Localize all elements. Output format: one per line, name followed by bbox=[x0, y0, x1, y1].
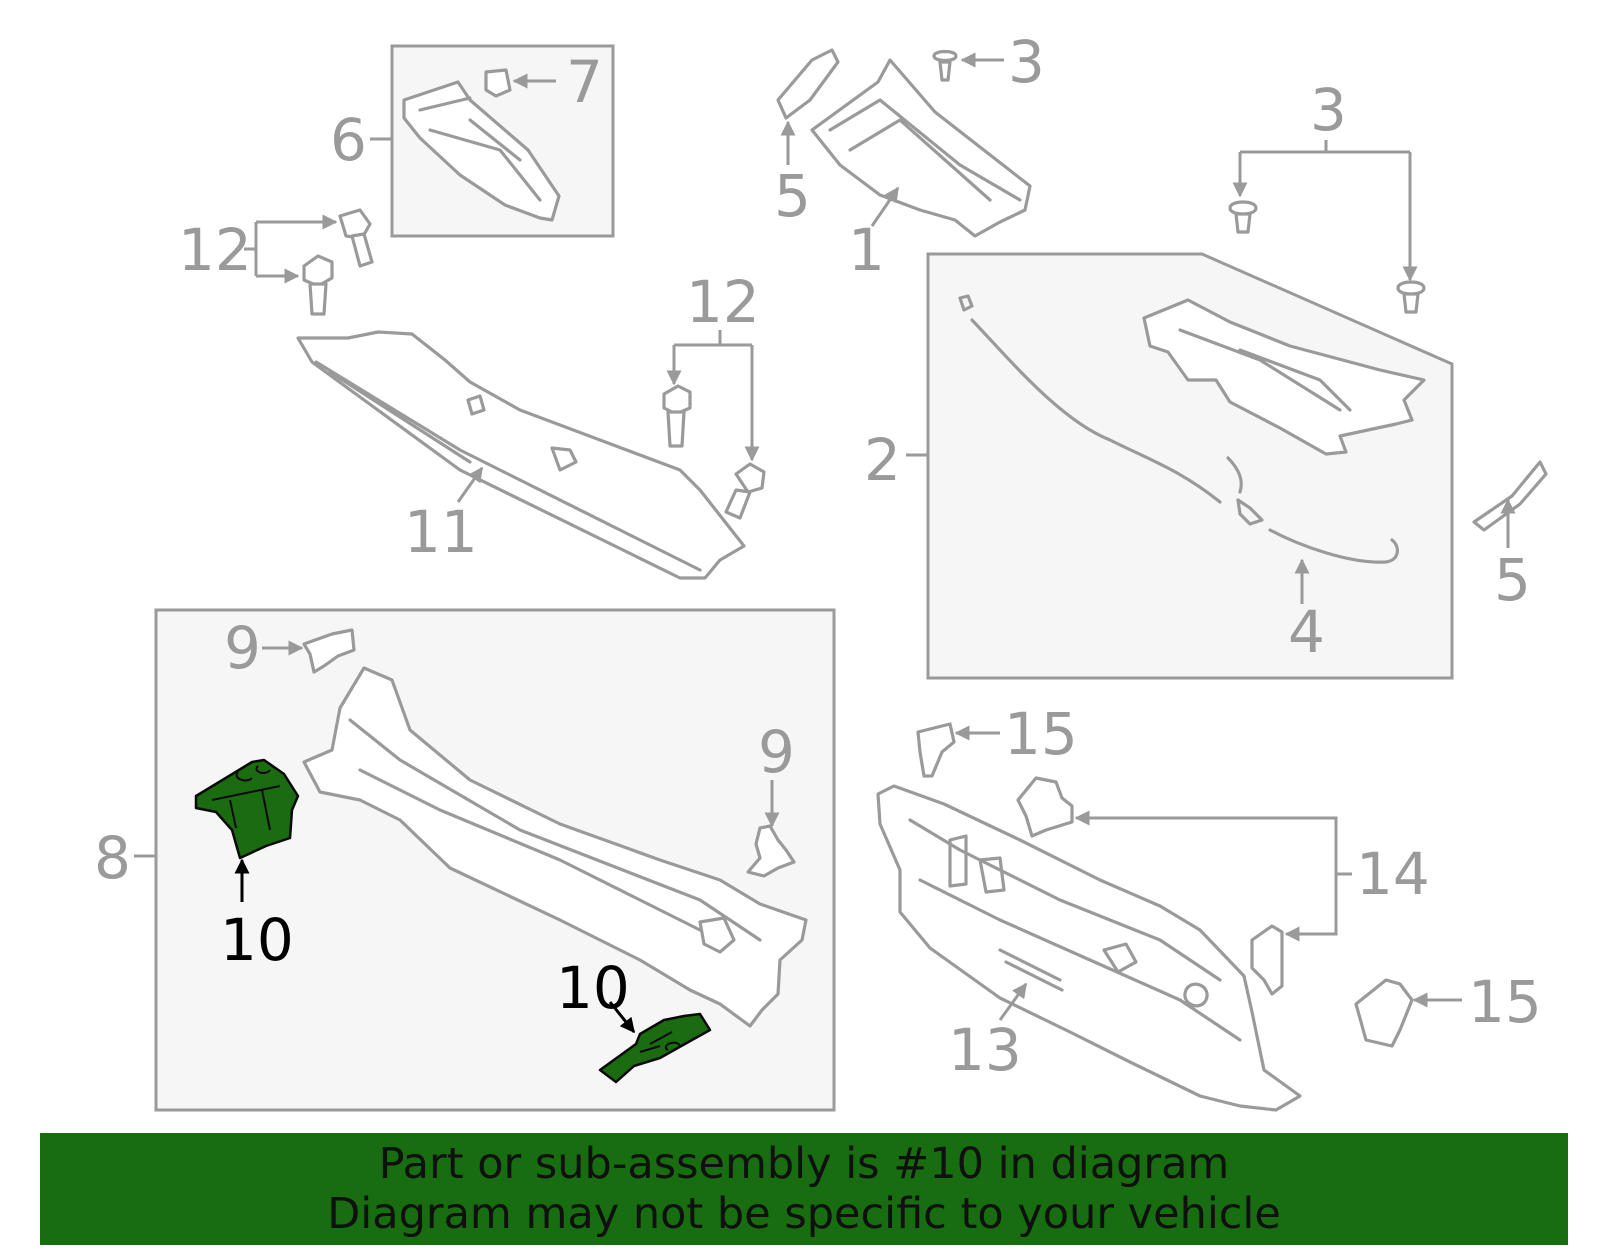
callout-3-top: 3 bbox=[1008, 28, 1045, 96]
banner-line-disclaimer: Diagram may not be specific to your vehi… bbox=[327, 1189, 1281, 1239]
bracket-part-9-top bbox=[302, 628, 356, 674]
bracket-part-15-bottom bbox=[1354, 978, 1414, 1048]
callout-9-top: 9 bbox=[224, 614, 261, 682]
bolt-part-12-a bbox=[338, 208, 374, 268]
cowl-top-part-1 bbox=[810, 58, 1032, 238]
callout-10-left: 10 bbox=[220, 906, 294, 974]
callout-14: 14 bbox=[1356, 840, 1430, 908]
nozzle-hose-part-4 bbox=[1268, 528, 1399, 564]
callout-1: 1 bbox=[848, 216, 885, 284]
bracket-part-9-right bbox=[746, 824, 796, 878]
callout-13: 13 bbox=[948, 1016, 1022, 1084]
washer-hose-part-2 bbox=[958, 294, 1264, 526]
callout-12-right: 12 bbox=[686, 268, 760, 336]
leader-10-right bbox=[608, 1001, 636, 1034]
banner-line-part-number: Part or sub-assembly is #10 in diagram bbox=[378, 1139, 1230, 1189]
bolt-part-12-c bbox=[662, 384, 692, 448]
dash-upper-panel-part-8 bbox=[302, 666, 808, 1028]
bolt-part-12-d bbox=[724, 462, 766, 520]
leader-1 bbox=[870, 186, 900, 227]
cowl-reinforcement-part-11 bbox=[296, 330, 746, 580]
leader-11 bbox=[456, 466, 484, 503]
callout-12-left: 12 bbox=[178, 216, 252, 284]
callout-9-right: 9 bbox=[758, 718, 795, 786]
trim-strip-part-5-right bbox=[1472, 460, 1548, 532]
callout-4: 4 bbox=[1288, 598, 1325, 666]
highlighted-bracket-part-10-left bbox=[194, 758, 300, 860]
bolt-part-12-b bbox=[302, 254, 334, 316]
clip-part-3-top bbox=[932, 49, 958, 82]
cowl-side-part-6 bbox=[402, 80, 561, 222]
leader-13 bbox=[998, 982, 1028, 1021]
callout-5-right: 5 bbox=[1494, 546, 1531, 614]
bracket-part-14-top bbox=[1016, 776, 1074, 838]
clip-part-3-right-a bbox=[1228, 200, 1258, 234]
callout-15-top: 15 bbox=[1004, 700, 1078, 768]
callout-3-right: 3 bbox=[1310, 76, 1347, 144]
callout-11: 11 bbox=[404, 498, 478, 566]
callout-7: 7 bbox=[566, 48, 603, 116]
bracket-part-15-top bbox=[916, 722, 956, 778]
highlighted-bracket-part-10-right bbox=[598, 1012, 712, 1084]
callout-6: 6 bbox=[330, 106, 367, 174]
bracket-part-14-bottom bbox=[1250, 924, 1284, 996]
callout-10-right: 10 bbox=[556, 954, 630, 1022]
callout-15-bottom: 15 bbox=[1468, 968, 1542, 1036]
cowl-grille-part-2 bbox=[1142, 298, 1426, 456]
callout-2: 2 bbox=[864, 426, 901, 494]
callout-8: 8 bbox=[94, 824, 131, 892]
trim-strip-part-5-top bbox=[776, 48, 840, 120]
notice-banner: Part or sub-assembly is #10 in diagram D… bbox=[40, 1133, 1568, 1245]
clip-part-7 bbox=[484, 68, 512, 98]
callout-5-top: 5 bbox=[774, 162, 811, 230]
clip-part-3-right-b bbox=[1396, 280, 1426, 314]
dash-panel-part-13 bbox=[876, 784, 1302, 1112]
